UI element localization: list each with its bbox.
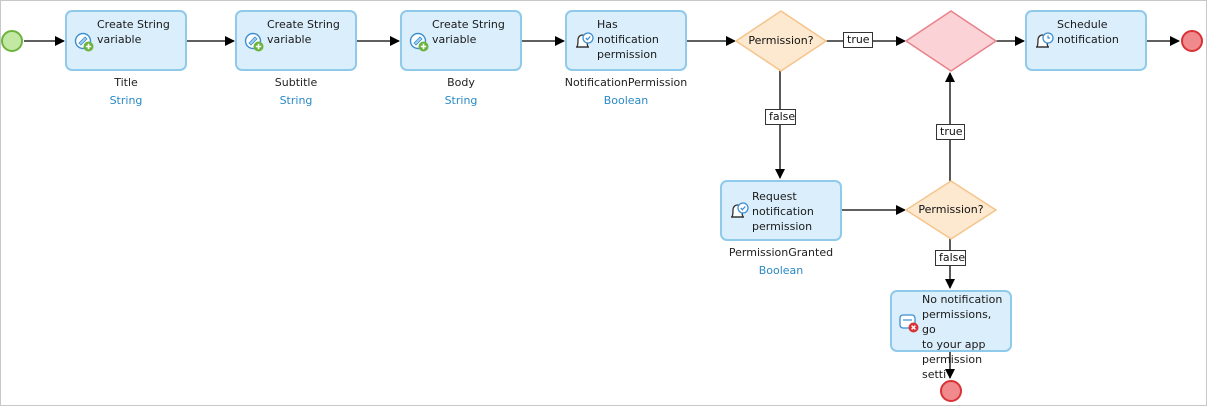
activity-label: Create String variable xyxy=(432,18,505,46)
notification-clock-icon xyxy=(1035,32,1054,48)
variable-name: Title xyxy=(114,76,138,89)
gateway-1-label: Permission? xyxy=(748,34,814,47)
start-event[interactable] xyxy=(1,30,23,52)
end-event-top[interactable] xyxy=(1181,30,1203,52)
gateway-2-label: Permission? xyxy=(918,203,984,216)
end-event-bottom[interactable] xyxy=(940,380,962,402)
output-variable-title: Title String xyxy=(65,74,187,110)
variable-name: PermissionGranted xyxy=(728,246,834,259)
activity-label: Create String variable xyxy=(97,18,170,46)
output-variable-body: Body String xyxy=(400,74,522,110)
activity-label: Has notification permission xyxy=(597,18,659,61)
activity-label: Create String variable xyxy=(267,18,340,46)
decision-gateway-2 xyxy=(904,180,998,240)
activity-request-notification-permission[interactable]: Request notification permission xyxy=(720,180,842,241)
variable-type: Boolean xyxy=(603,94,649,107)
output-variable-subtitle: Subtitle String xyxy=(235,74,357,110)
decision-gateway-1 xyxy=(734,10,828,72)
create-variable-icon xyxy=(409,32,429,52)
variable-type: Boolean xyxy=(758,264,804,277)
edge-label-true-top: true xyxy=(843,32,873,48)
show-message-error-icon xyxy=(899,314,919,333)
output-variable-notificationpermission: NotificationPermission Boolean xyxy=(550,74,702,110)
activity-show-no-permission-message[interactable]: No notification permissions, go to your … xyxy=(890,290,1012,381)
activity-has-notification-permission[interactable]: Has notification permission xyxy=(565,10,687,71)
activity-create-body[interactable]: Create String variable xyxy=(400,10,522,71)
edge-label-false-left: false xyxy=(765,109,796,125)
variable-name: NotificationPermission xyxy=(564,76,688,89)
variable-name: Subtitle xyxy=(274,76,318,89)
edge-label-false-bottom: false xyxy=(935,250,966,266)
activity-create-title[interactable]: Create String variable xyxy=(65,10,187,71)
merge-gateway xyxy=(904,10,998,72)
notification-check-icon xyxy=(575,32,594,48)
variable-type: String xyxy=(279,94,313,107)
activity-schedule-notification[interactable]: Schedule notification xyxy=(1025,10,1147,71)
create-variable-icon xyxy=(74,32,94,52)
activity-label: Request notification permission xyxy=(752,190,814,233)
activity-label: Schedule notification xyxy=(1057,18,1119,46)
output-variable-permissiongranted: PermissionGranted Boolean xyxy=(705,244,857,280)
variable-type: String xyxy=(109,94,143,107)
notification-check-icon xyxy=(730,202,749,218)
variable-name: Body xyxy=(447,76,475,89)
activity-create-subtitle[interactable]: Create String variable xyxy=(235,10,357,71)
edge-label-true-right: true xyxy=(936,124,965,140)
variable-type: String xyxy=(444,94,478,107)
activity-label: No notification permissions, go to your … xyxy=(922,293,1003,381)
create-variable-icon xyxy=(244,32,264,52)
